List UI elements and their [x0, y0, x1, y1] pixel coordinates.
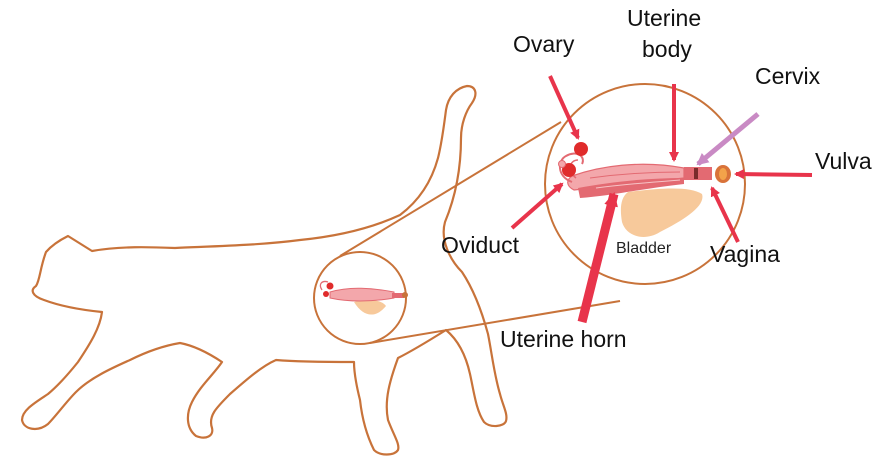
label-uterine-body-line1: Uterine	[627, 5, 701, 31]
label-uterine-body-line2: body	[642, 36, 692, 62]
label-uterine-horn: Uterine horn	[500, 326, 627, 352]
label-vulva: Vulva	[815, 148, 872, 174]
vulva-arrow	[736, 174, 812, 175]
cat-outline	[22, 86, 506, 455]
small-tract	[320, 281, 408, 314]
label-cervix: Cervix	[755, 63, 821, 89]
label-oviduct: Oviduct	[441, 232, 520, 258]
label-ovary: Ovary	[513, 31, 575, 57]
label-vagina: Vagina	[710, 241, 780, 267]
label-bladder: Bladder	[616, 240, 672, 257]
